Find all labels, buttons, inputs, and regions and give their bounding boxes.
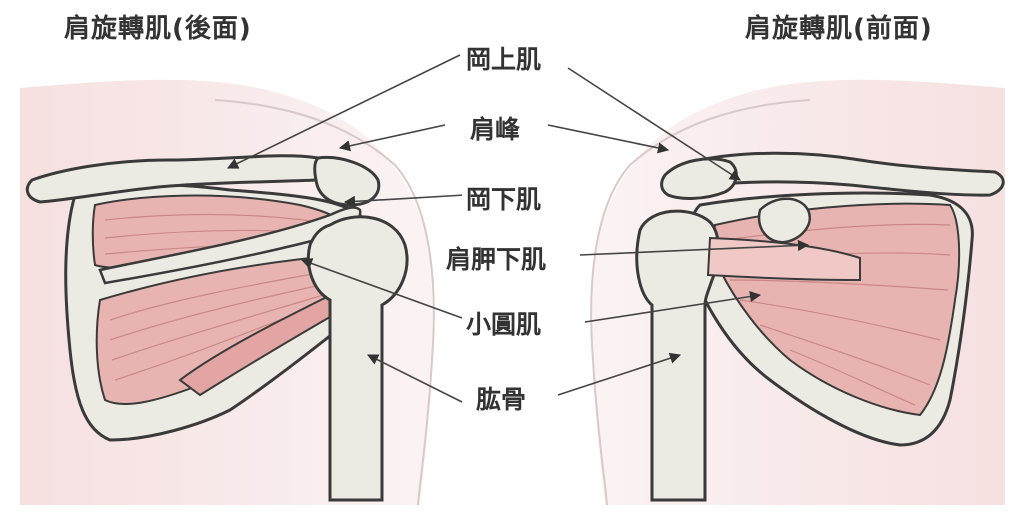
posterior-view <box>20 80 434 505</box>
label-supraspinatus: 岡上肌 <box>462 40 545 76</box>
anterior-view <box>591 80 1005 505</box>
label-subscapularis: 肩胛下肌 <box>442 240 550 276</box>
label-humerus: 肱骨 <box>472 380 530 416</box>
title-anterior: 肩旋轉肌(前面) <box>745 8 933 45</box>
label-infraspinatus: 岡下肌 <box>462 180 545 216</box>
label-teres-minor: 小圓肌 <box>462 305 545 341</box>
title-posterior: 肩旋轉肌(後面) <box>64 8 252 45</box>
label-acromion: 肩峰 <box>466 110 524 146</box>
